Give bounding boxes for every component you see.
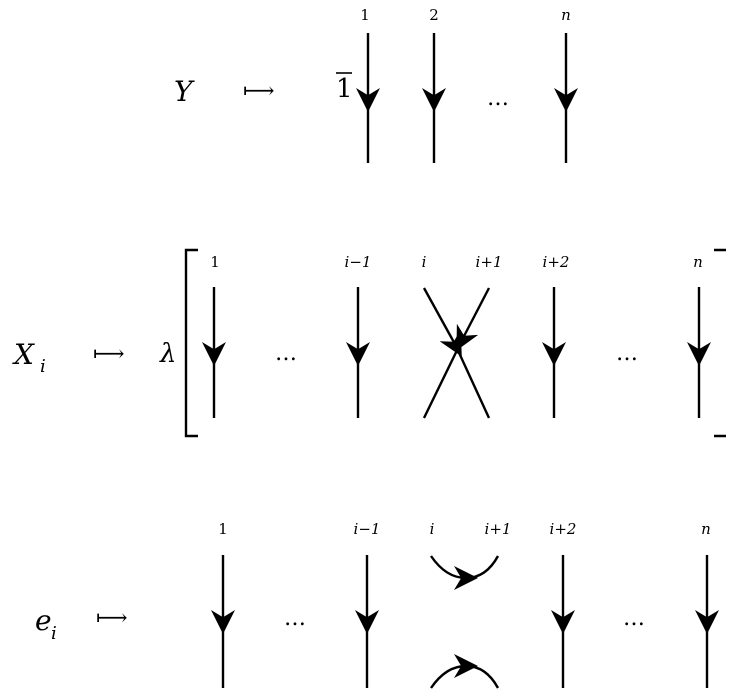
maps-to-arrow: ⟼ [93,342,125,367]
strand-label-1: 1 [218,520,228,538]
left-bracket [184,248,198,438]
right-bracket-ticks [714,248,726,438]
prefix-one: 1 [336,74,353,104]
strand-label-i-minus-1: i−1 [345,253,372,271]
row-y: Y ⟼ 1 1 2 n … [174,6,578,163]
strand-label-i-plus-2: i+2 [550,520,577,538]
prefix-lambda: λ [159,339,176,369]
strand-label-n: n [701,520,711,538]
strand-label-i-plus-2: i+2 [543,253,570,271]
generator-y: Y [174,75,195,108]
row-x: X i ⟼ λ 1 i−1 i i+1 i+2 n … [12,248,726,438]
maps-to-arrow: ⟼ [243,79,275,104]
ellipsis-right: … [623,606,645,631]
strand-label-i-plus-1: i+1 [476,253,503,271]
strand-label-i-minus-1: i−1 [354,520,381,538]
generator-e: e [35,604,52,637]
ellipsis-right: … [616,341,638,366]
strand-label-n: n [561,6,571,24]
generator-x-subscript: i [40,356,46,377]
row-e: e i ⟼ 1 i−1 i i+1 i+2 n … [35,520,719,689]
cap-top [430,555,500,590]
ellipsis-left: … [275,341,297,366]
ellipsis: … [487,86,509,111]
cup-bottom [430,654,500,689]
prefix-one-bar: 1 [336,72,353,104]
strand-label-i: i [430,520,435,538]
ellipsis-left: … [284,606,306,631]
generator-e-subscript: i [51,623,57,644]
crossing [422,287,491,419]
maps-to-arrow: ⟼ [96,606,128,631]
strand-label-2: 2 [429,6,439,24]
strand-label-n: n [693,253,703,271]
strand-label-1: 1 [360,6,370,24]
strand-label-1: 1 [210,253,220,271]
generator-x: X [12,338,35,371]
strand-label-i-plus-1: i+1 [485,520,512,538]
strand-label-i: i [422,253,427,271]
